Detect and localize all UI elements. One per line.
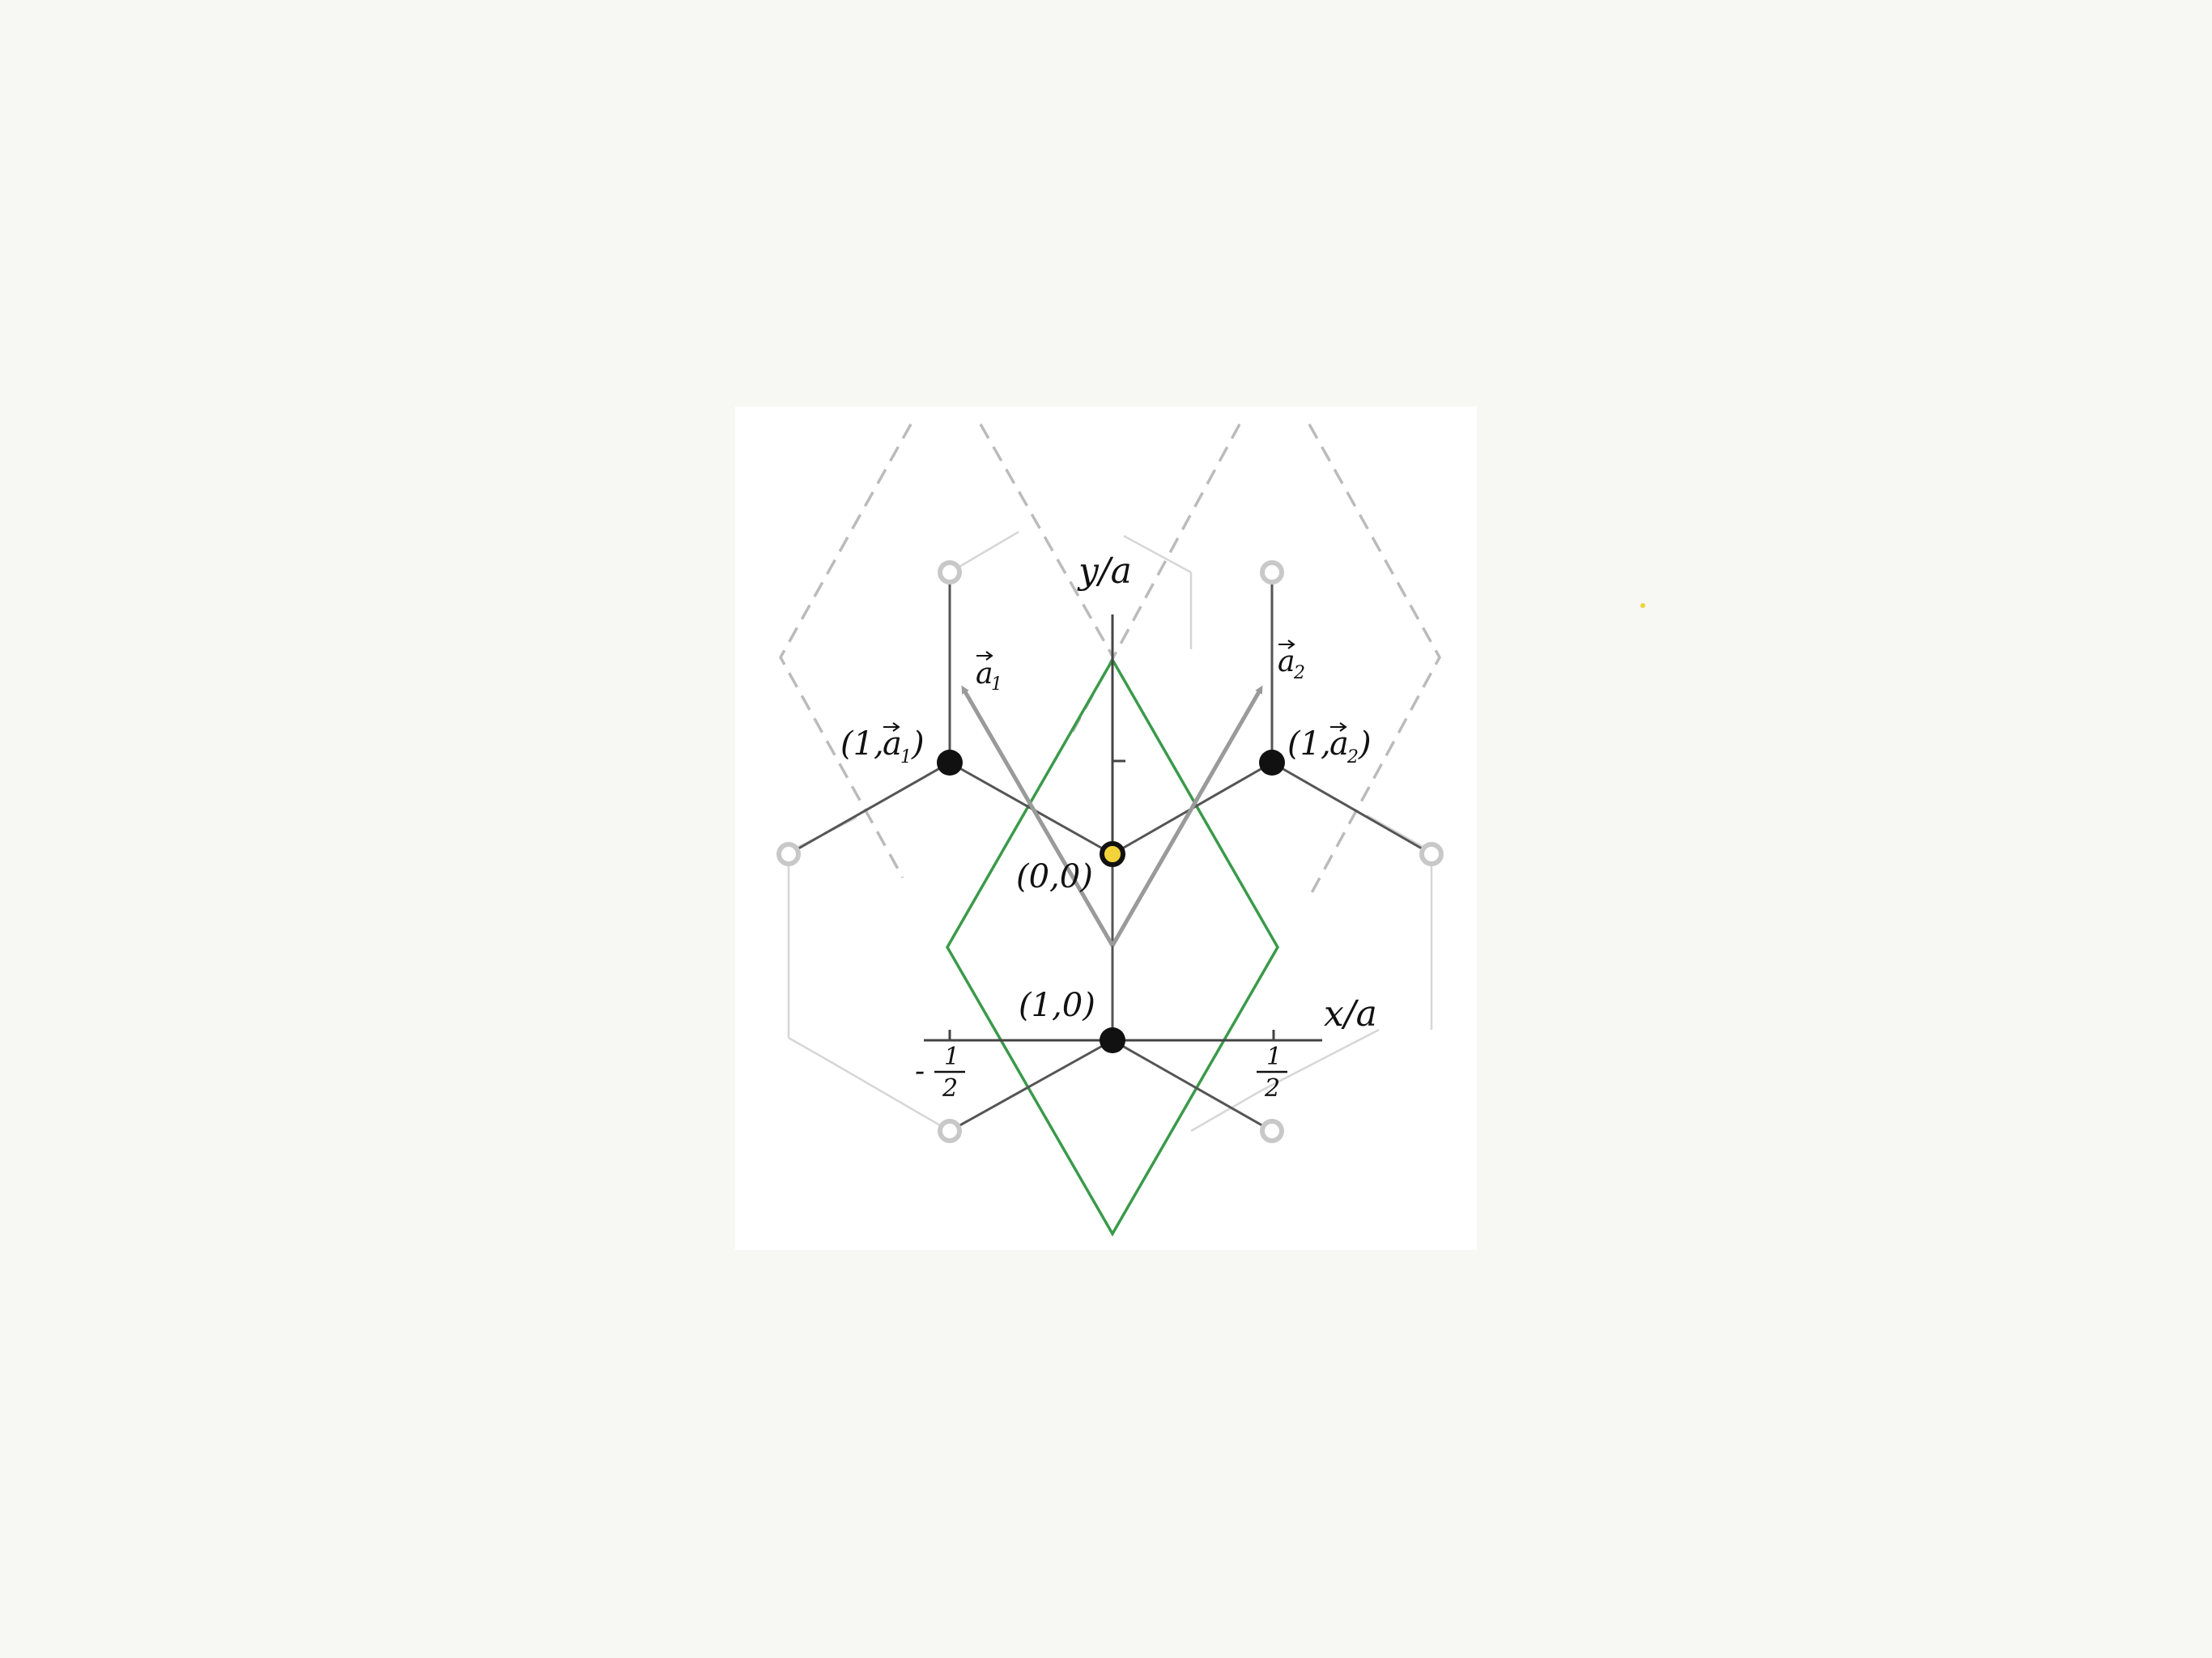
svg-text:a: a (1278, 645, 1295, 678)
vector-a2-arrow (1110, 685, 1263, 947)
svg-text:): ) (911, 725, 925, 763)
vector-a2-label: a 2 (1278, 640, 1305, 683)
vector-a1-label: a 1 (976, 651, 1002, 695)
faded-atoms (776, 560, 1444, 1143)
svg-text:1: 1 (991, 674, 1002, 695)
point-label-1-a2: (1, a 2 ) (1287, 722, 1372, 767)
svg-text:1: 1 (900, 747, 912, 767)
svg-text:-: - (915, 1055, 925, 1088)
svg-text:(1,: (1, (840, 725, 884, 763)
svg-text:2: 2 (1346, 747, 1359, 767)
svg-text:1: 1 (944, 1043, 959, 1071)
svg-text:(1,: (1, (1287, 725, 1331, 763)
x-tick-label-left: - 1 2 (915, 1043, 965, 1103)
point-label-1-a1: (1, a 1 ) (840, 722, 925, 767)
x-tick-label-right: 1 2 (1257, 1043, 1287, 1103)
atom-1-0 (1100, 1027, 1125, 1053)
vector-a1-arrow (961, 685, 1115, 947)
atoms (937, 750, 1285, 1053)
svg-text:2: 2 (942, 1074, 958, 1103)
lattice-diagram: y/a x/a a 1 a 2 (1, a 1 ) (1, a 2 ) (0,0… (776, 423, 1444, 1237)
point-label-1-0: (1,0) (1019, 987, 1095, 1024)
svg-text:a: a (976, 657, 993, 691)
svg-text:1: 1 (1266, 1043, 1282, 1071)
figure-panel: y/a x/a a 1 a 2 (1, a 1 ) (1, a 2 ) (0,0… (735, 406, 1477, 1250)
atom-1-a2 (1259, 750, 1285, 776)
origin-atom (1100, 841, 1125, 867)
y-axis-label: y/a (1077, 551, 1132, 592)
unit-cell (945, 657, 1280, 1237)
stray-dot (1640, 603, 1645, 608)
point-label-origin: (0,0) (1016, 858, 1093, 895)
svg-text:a: a (1329, 725, 1349, 763)
x-axis-label: x/a (1324, 993, 1377, 1035)
atom-1-a1 (937, 750, 963, 776)
svg-text:2: 2 (1293, 663, 1305, 683)
svg-text:): ) (1358, 725, 1372, 763)
svg-text:a: a (883, 725, 902, 763)
svg-text:2: 2 (1264, 1074, 1280, 1103)
lattice-vectors (961, 685, 1263, 947)
